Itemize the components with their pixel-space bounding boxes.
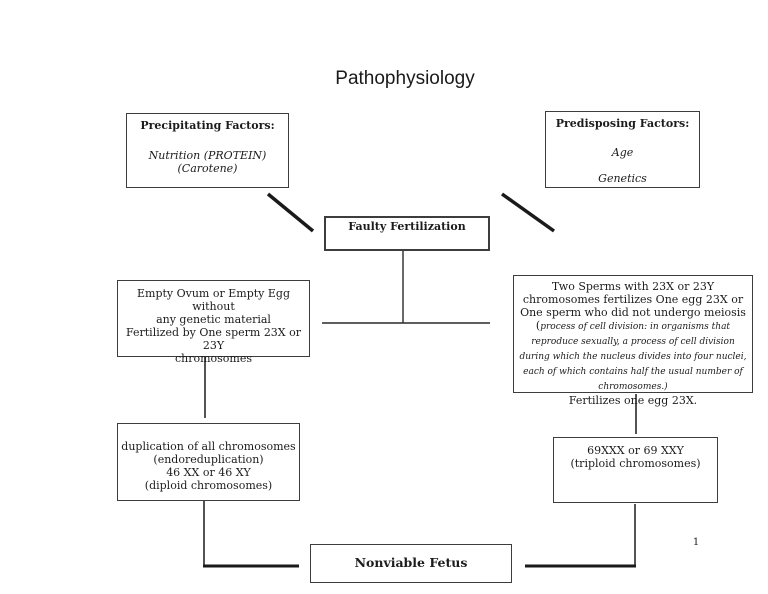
precipitating-factor-item: (Carotene)	[177, 162, 238, 175]
two-sperms-text: Two Sperms with 23X or 23Y chromosomes f…	[517, 280, 749, 394]
precipitating-factors-heading: Precipitating Factors:	[140, 119, 275, 132]
connector-predisposing-to-faulty	[500, 192, 556, 233]
two-sperms-box: Two Sperms with 23X or 23Y chromosomes f…	[513, 275, 753, 407]
triploid-line: (triploid chromosomes)	[570, 457, 701, 470]
two-sperms-text-normal: Two Sperms with 23X or 23Y chromosomes f…	[520, 280, 746, 332]
two-sperms-text-final: Fertilizes one egg 23X.	[568, 394, 698, 407]
nonviable-fetus-label: Nonviable Fetus	[354, 555, 468, 570]
faulty-fertilization-label: Faulty Fertilization	[348, 220, 466, 233]
page-title: Pathophysiology	[335, 68, 475, 89]
endoreduplication-line: (endoreduplication)	[153, 453, 264, 466]
nonviable-fetus-box: Nonviable Fetus	[310, 544, 512, 583]
predisposing-factor-item: Genetics	[598, 172, 647, 185]
faulty-fertilization-box: Faulty Fertilization	[324, 216, 490, 251]
precipitating-factor-item: Nutrition (PROTEIN)	[148, 149, 267, 162]
endoreduplication-line: 46 XX or 46 XY	[166, 466, 251, 479]
empty-ovum-line: Empty Ovum or Empty Egg without	[136, 287, 290, 313]
triploid-line: 69XXX or 69 XXY	[587, 444, 684, 457]
empty-ovum-line: any genetic material	[156, 313, 271, 326]
connector-precipitating-to-faulty	[266, 192, 315, 233]
triploid-box: 69XXX or 69 XXY (triploid chromosomes)	[553, 437, 718, 503]
endoreduplication-line: duplication of all chromosomes	[121, 440, 296, 453]
precipitating-factors-box: Precipitating Factors: Nutrition (PROTEI…	[126, 113, 289, 188]
two-sperms-text-italic: process of cell division: in organisms t…	[519, 322, 747, 392]
page-number: 1	[692, 537, 700, 548]
endoreduplication-line: (diploid chromosomes)	[144, 479, 273, 492]
predisposing-factors-box: Predisposing Factors: Age Genetics	[545, 111, 700, 188]
empty-ovum-line: chromosomes	[174, 352, 253, 365]
empty-ovum-box: Empty Ovum or Empty Egg without any gene…	[117, 280, 310, 365]
empty-ovum-line: Fertilized by One sperm 23X or 23Y	[125, 326, 302, 352]
predisposing-factors-heading: Predisposing Factors:	[555, 117, 690, 130]
endoreduplication-box: duplication of all chromosomes (endoredu…	[117, 423, 300, 501]
predisposing-factor-item: Age	[611, 146, 634, 159]
